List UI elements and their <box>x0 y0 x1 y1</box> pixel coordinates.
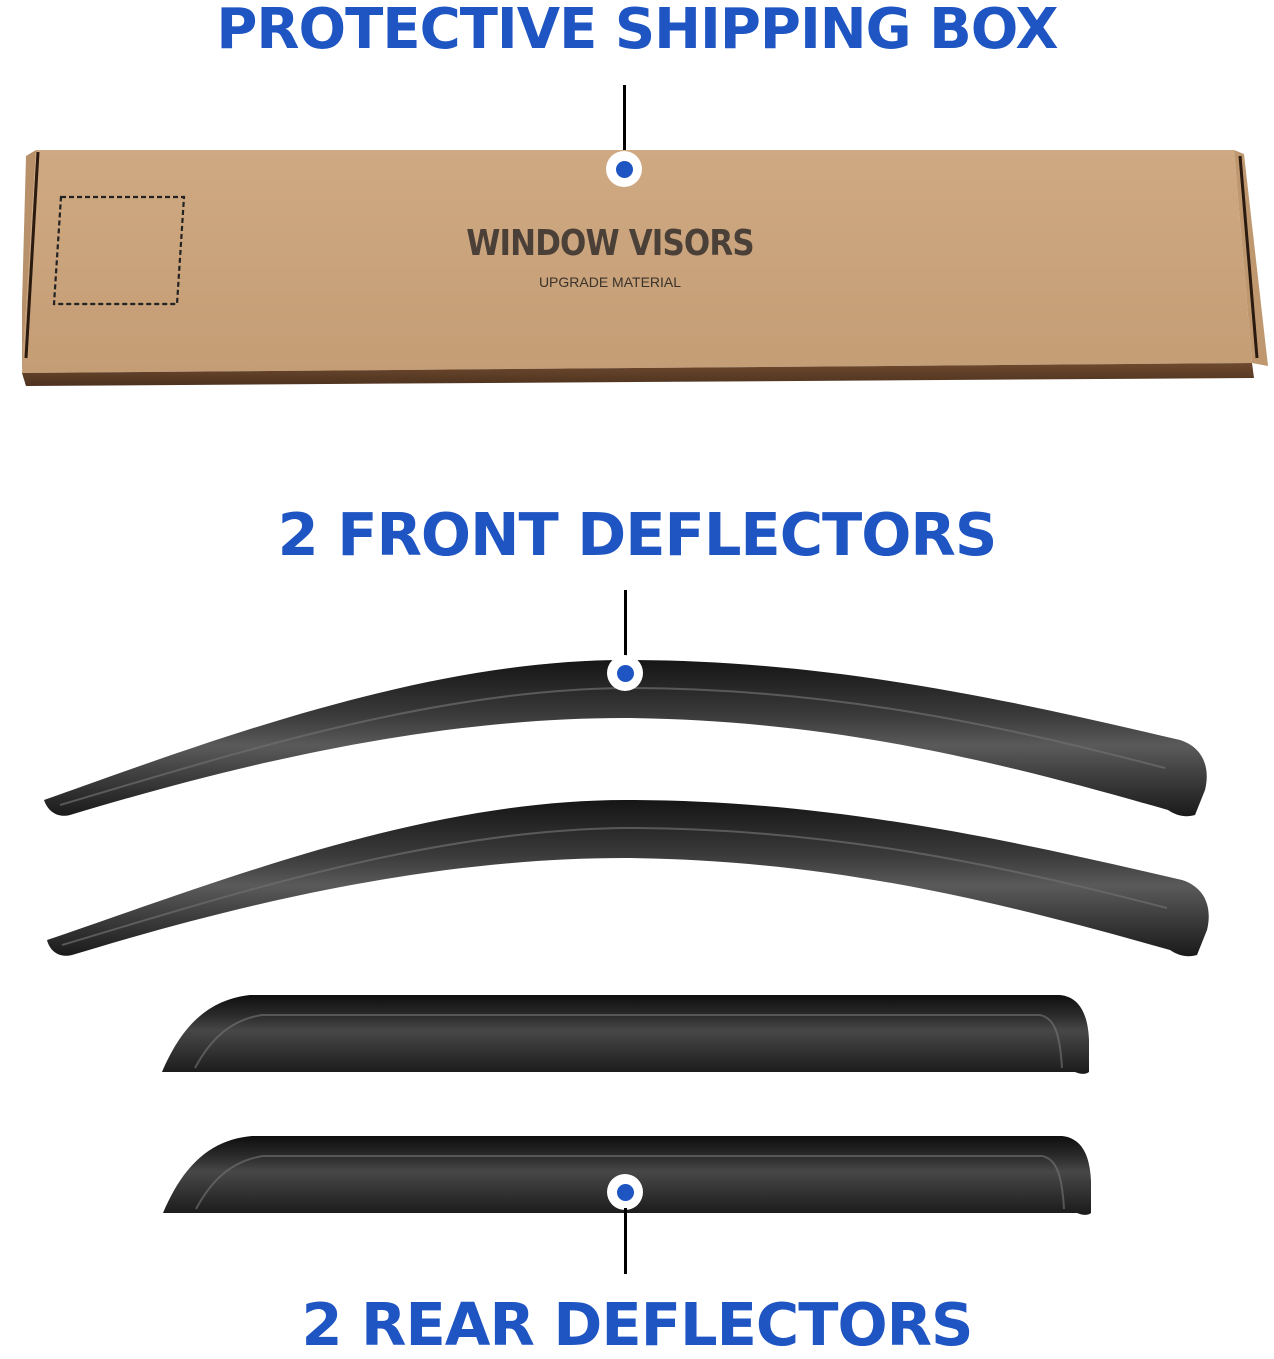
shipping-box-image <box>22 148 1272 393</box>
box-printed-subtitle: UPGRADE MATERIAL <box>538 274 682 290</box>
rear-callout-marker <box>607 1174 643 1210</box>
front-callout-line <box>624 590 627 662</box>
front-deflector-2 <box>47 800 1209 957</box>
shipping-box-heading: PROTECTIVE SHIPPING BOX <box>216 0 1058 62</box>
front-deflectors-heading: 2 FRONT DEFLECTORS <box>277 500 998 569</box>
box-callout-line <box>623 85 626 165</box>
front-callout-marker <box>607 655 643 691</box>
cardboard-box-illustration <box>22 150 1268 386</box>
rear-deflector-1 <box>162 995 1089 1074</box>
deflectors-illustration <box>44 660 1209 1215</box>
box-callout-marker <box>606 151 642 187</box>
rear-deflectors-heading: 2 REAR DEFLECTORS <box>301 1290 973 1359</box>
box-printed-title: WINDOW VISORS <box>466 223 754 264</box>
rear-callout-line <box>624 1208 627 1274</box>
